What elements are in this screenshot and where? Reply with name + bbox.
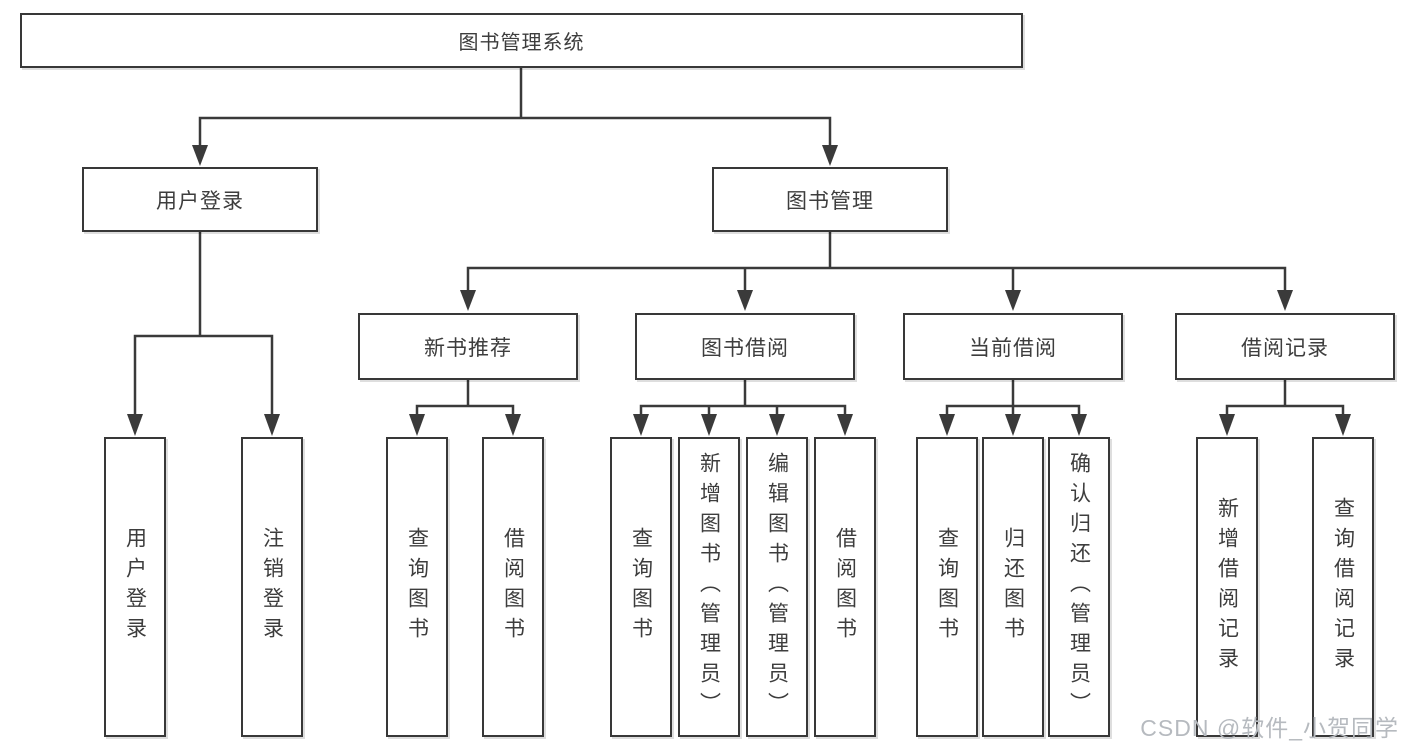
node-current-query-books: 查询图书	[916, 437, 978, 737]
node-book-borrow: 图书借阅	[635, 313, 855, 380]
arrowhead-cb-return	[1005, 414, 1021, 436]
node-current-query-books-label: 查询图书	[935, 527, 959, 647]
arrowhead-book-borrow	[737, 290, 753, 311]
node-borrow-query-books: 查询图书	[610, 437, 672, 737]
edge-user-login-children	[127, 232, 280, 436]
arrowhead-cb-query	[939, 414, 955, 436]
edge-borrow-records-bar	[1225, 404, 1345, 415]
edge-borrow-records-children	[1219, 380, 1351, 436]
node-confirm-return-admin-label: 确认归还（管理员）	[1067, 452, 1091, 722]
edge-level3-bar	[466, 266, 1287, 292]
arrowhead-bb-add	[701, 414, 717, 436]
node-newbook-borrow-books: 借阅图书	[482, 437, 544, 737]
node-add-book-admin-label: 新增图书（管理员）	[697, 452, 721, 722]
node-book-management-label: 图书管理	[786, 189, 874, 213]
edge-book-borrow-children	[633, 380, 853, 436]
node-root-label: 图书管理系统	[458, 32, 585, 54]
node-add-borrow-record: 新增借阅记录	[1196, 437, 1258, 737]
arrowhead-nb-query	[409, 414, 425, 436]
node-root: 图书管理系统	[20, 13, 1023, 68]
arrowhead-br-query	[1335, 414, 1351, 436]
arrowhead-bb-borrow	[837, 414, 853, 436]
node-logout-action-label: 注销登录	[260, 527, 284, 647]
node-login-action-label: 用户登录	[123, 527, 147, 647]
edge-new-book-bar	[415, 404, 515, 415]
edge-book-management-children	[460, 232, 1293, 311]
edge-level2-bar	[198, 116, 832, 146]
node-borrow-query-books-label: 查询图书	[629, 527, 653, 647]
node-book-management: 图书管理	[712, 167, 948, 232]
node-current-borrow-label: 当前借阅	[969, 336, 1057, 360]
csdn-watermark: CSDN @软件_小贺同学	[1140, 715, 1399, 741]
node-borrow-borrow-books: 借阅图书	[814, 437, 876, 737]
node-newbook-query-books-label: 查询图书	[405, 527, 429, 647]
node-borrow-borrow-books-label: 借阅图书	[833, 527, 857, 647]
node-user-login: 用户登录	[82, 167, 318, 232]
node-query-borrow-record-label: 查询借阅记录	[1331, 497, 1355, 677]
node-logout-action: 注销登录	[241, 437, 303, 737]
arrowhead-bb-query	[633, 414, 649, 436]
arrowhead-book-management	[822, 145, 838, 166]
edge-user-login-bar	[133, 334, 274, 415]
node-book-borrow-label: 图书借阅	[701, 336, 789, 360]
arrowhead-new-book	[460, 290, 476, 311]
node-borrow-records-label: 借阅记录	[1241, 336, 1329, 360]
node-add-book-admin: 新增图书（管理员）	[678, 437, 740, 737]
arrowhead-login	[127, 414, 143, 436]
arrowhead-bb-edit	[769, 414, 785, 436]
edge-new-book-children	[409, 380, 521, 436]
node-query-borrow-record: 查询借阅记录	[1312, 437, 1374, 737]
node-new-book-recommend: 新书推荐	[358, 313, 578, 380]
arrowhead-nb-borrow	[505, 414, 521, 436]
node-return-book: 归还图书	[982, 437, 1044, 737]
node-current-borrow: 当前借阅	[903, 313, 1123, 380]
node-confirm-return-admin: 确认归还（管理员）	[1048, 437, 1110, 737]
arrowhead-current-borrow	[1005, 290, 1021, 311]
arrowhead-borrow-records	[1277, 290, 1293, 311]
node-borrow-records: 借阅记录	[1175, 313, 1395, 380]
arrowhead-cb-confirm	[1071, 414, 1087, 436]
node-user-login-label: 用户登录	[156, 189, 244, 213]
node-edit-book-admin: 编辑图书（管理员）	[746, 437, 808, 737]
node-newbook-borrow-books-label: 借阅图书	[501, 527, 525, 647]
node-login-action: 用户登录	[104, 437, 166, 737]
arrowhead-logout	[264, 414, 280, 436]
node-add-borrow-record-label: 新增借阅记录	[1215, 497, 1239, 677]
node-return-book-label: 归还图书	[1001, 527, 1025, 647]
edge-root-to-level2	[192, 68, 838, 166]
edge-current-borrow-children	[939, 380, 1087, 436]
node-newbook-query-books: 查询图书	[386, 437, 448, 737]
arrowhead-user-login	[192, 145, 208, 166]
node-edit-book-admin-label: 编辑图书（管理员）	[765, 452, 789, 722]
arrowhead-br-add	[1219, 414, 1235, 436]
node-new-book-recommend-label: 新书推荐	[424, 336, 512, 360]
edge-book-borrow-bar	[639, 404, 847, 415]
